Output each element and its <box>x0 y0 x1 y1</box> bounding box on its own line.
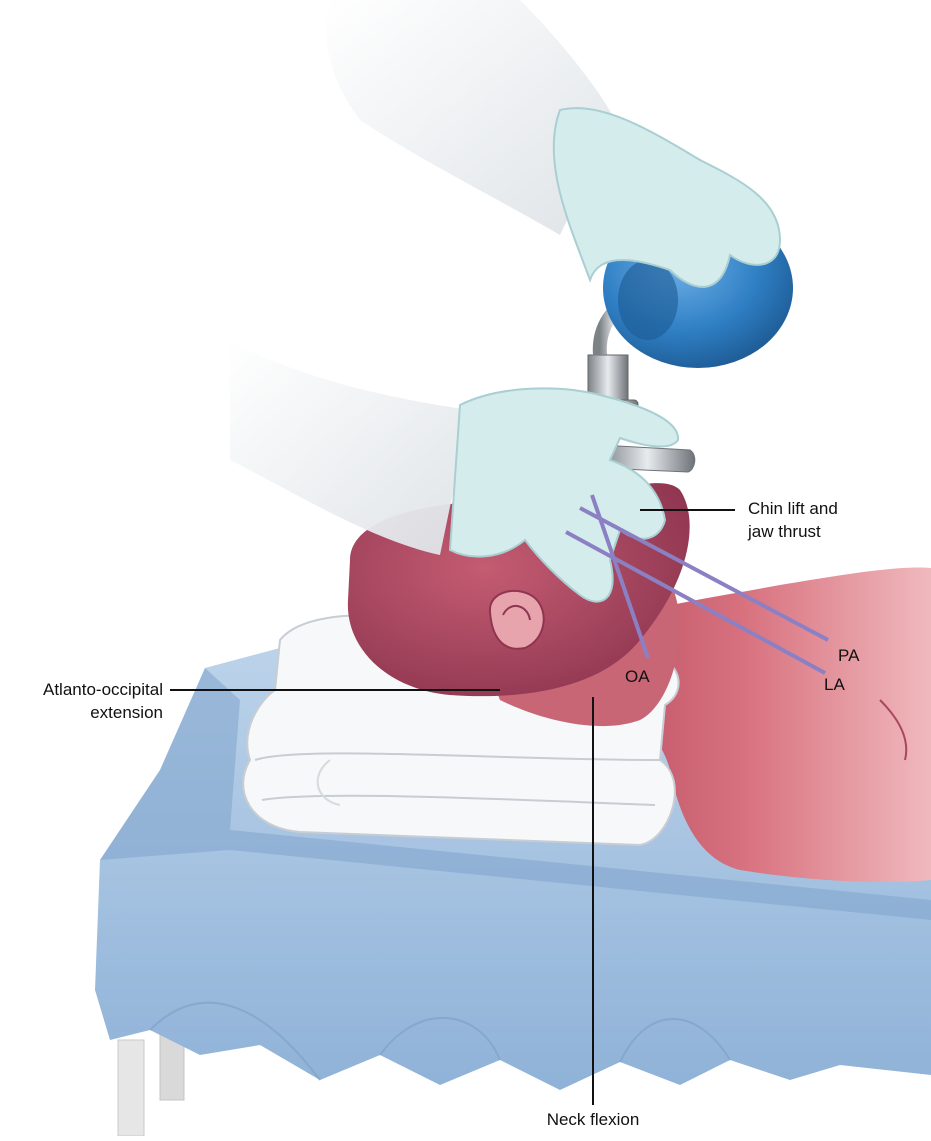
atlanto-line-1: Atlanto-occipital <box>0 678 163 701</box>
chin-lift-line-2: jaw thrust <box>748 520 838 543</box>
chin-lift-label: Chin lift and jaw thrust <box>748 497 838 543</box>
chin-lift-line-1: Chin lift and <box>748 497 838 520</box>
pa-label: PA <box>838 644 859 667</box>
atlanto-label: Atlanto-occipital extension <box>0 678 163 724</box>
atlanto-line-2: extension <box>0 701 163 724</box>
gloved-hand-icon <box>554 108 780 287</box>
neck-flexion-label: Neck flexion <box>520 1108 666 1131</box>
oa-label: OA <box>625 665 650 688</box>
la-label: LA <box>824 673 845 696</box>
lower-arm-sleeve <box>230 340 470 555</box>
table-legs <box>118 1030 184 1136</box>
